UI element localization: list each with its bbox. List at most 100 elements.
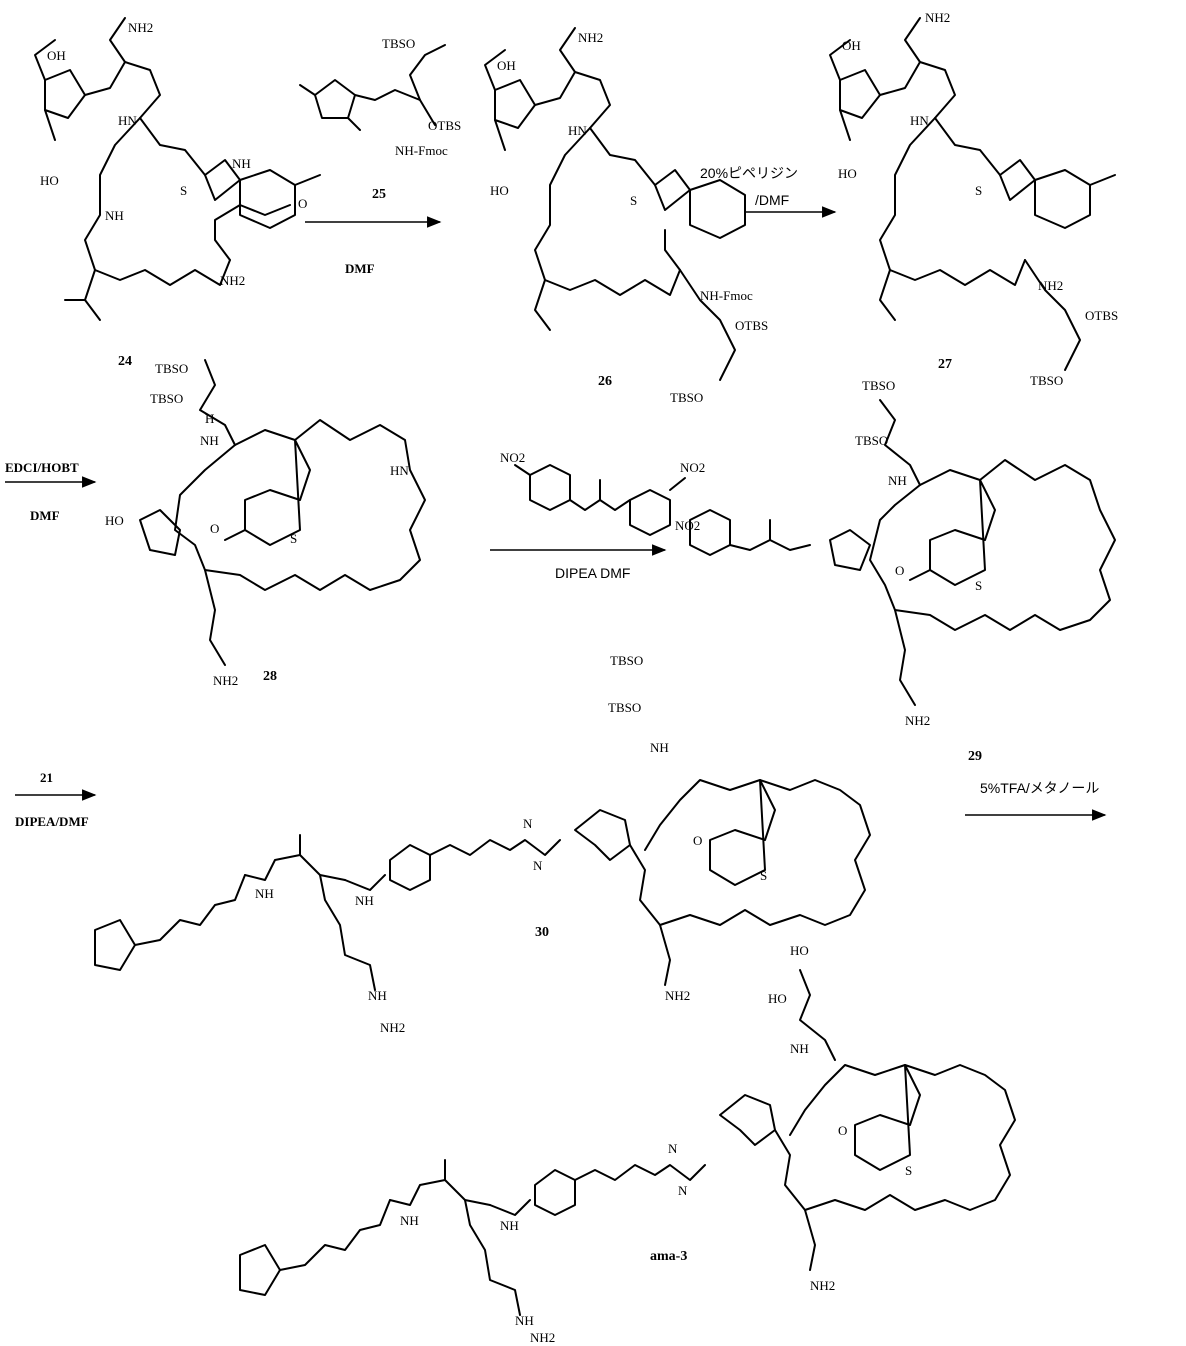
structure-29-bonds bbox=[690, 400, 1115, 705]
structure-26-hn: HN bbox=[568, 123, 587, 138]
structure-30-tbso-a: TBSO bbox=[610, 653, 643, 668]
structure-28: TBSO TBSO H NH HO O S HN NH2 28 bbox=[105, 360, 425, 688]
structure-ama-3-nh-b: NH bbox=[500, 1218, 519, 1233]
structure-25-otbs: OTBS bbox=[428, 118, 461, 133]
structure-27-nh2-b: NH2 bbox=[1038, 278, 1063, 293]
structure-26-tbso: TBSO bbox=[670, 390, 703, 405]
structure-30-nh2-b: NH2 bbox=[665, 988, 690, 1003]
reagent-step3-line1: EDCI/HOBT bbox=[5, 460, 79, 475]
structure-26: NH2 OH HO HN S NH-Fmoc OTBS TBSO 26 bbox=[485, 28, 768, 405]
structure-28-nh: NH bbox=[200, 433, 219, 448]
structure-29-nh: NH bbox=[888, 473, 907, 488]
structure-30: NH NH NH NH2 N N TBSO TBSO NH O S NH2 30 bbox=[95, 653, 870, 1035]
structure-30-ome: O bbox=[693, 833, 702, 848]
nitrophenyl-no2-a: NO2 bbox=[500, 450, 525, 465]
structure-27-tbso: TBSO bbox=[1030, 373, 1063, 388]
reagent-step2-line2: /DMF bbox=[755, 192, 789, 208]
structure-26-oh: OH bbox=[497, 58, 516, 73]
reagent-step2-line1: 20%ピペリジン bbox=[700, 165, 798, 181]
structure-28-ho: HO bbox=[105, 513, 124, 528]
compound-label-26: 26 bbox=[598, 374, 612, 389]
structure-29-tbso-b: TBSO bbox=[855, 433, 888, 448]
structure-ama-3-ome: O bbox=[838, 1123, 847, 1138]
structure-24-ho: HO bbox=[40, 173, 59, 188]
structure-28-tbso-a: TBSO bbox=[155, 361, 188, 376]
structure-30-tbso-b: TBSO bbox=[608, 700, 641, 715]
reagent-step4: DIPEA DMF bbox=[555, 565, 630, 581]
structure-26-ho: HO bbox=[490, 183, 509, 198]
compound-label-25: 25 bbox=[372, 187, 386, 202]
structure-28-hn: HN bbox=[390, 463, 409, 478]
structure-28-s: S bbox=[290, 531, 297, 546]
structure-ama-3-nh-c: NH bbox=[515, 1313, 534, 1328]
structure-ama-3-ho-a: HO bbox=[790, 943, 809, 958]
structure-ama-3-s: S bbox=[905, 1163, 912, 1178]
structure-24-s: S bbox=[180, 183, 187, 198]
structure-30-nh-d: NH bbox=[650, 740, 669, 755]
nitrophenyl-carbonate-bonds bbox=[515, 465, 685, 535]
structure-30-nh-b: NH bbox=[355, 893, 374, 908]
structure-30-nh-a: NH bbox=[255, 886, 274, 901]
structure-27-oh: OH bbox=[842, 38, 861, 53]
structure-27-hn: HN bbox=[910, 113, 929, 128]
structure-ama-3-ho-b: HO bbox=[768, 991, 787, 1006]
structure-29-ome: O bbox=[895, 563, 904, 578]
structure-26-nh-fmoc: NH-Fmoc bbox=[700, 288, 753, 303]
reagent-step1: DMF bbox=[345, 261, 375, 276]
structure-28-nh2: NH2 bbox=[213, 673, 238, 688]
structure-27: NH2 OH HO HN S NH2 OTBS TBSO 27 bbox=[830, 10, 1118, 388]
structure-ama-3-nh-d: NH bbox=[790, 1041, 809, 1056]
reagent-step5: DIPEA/DMF bbox=[15, 814, 89, 829]
structure-ama-3-nh2-b: NH2 bbox=[810, 1278, 835, 1293]
structure-30-s: S bbox=[760, 868, 767, 883]
structure-28-tbso-b: TBSO bbox=[150, 391, 183, 406]
structure-27-ho: HO bbox=[838, 166, 857, 181]
structure-24-hn: HN bbox=[118, 113, 137, 128]
reagent-step6: 5%TFA/メタノール bbox=[980, 780, 1099, 796]
structure-24-ome: O bbox=[298, 196, 307, 211]
reagent-step3-line2: DMF bbox=[30, 508, 60, 523]
structure-29: NO2 TBSO TBSO NH O S NH2 29 bbox=[675, 378, 1115, 764]
structure-30-nh2-a: NH2 bbox=[380, 1020, 405, 1035]
structure-27-otbs: OTBS bbox=[1085, 308, 1118, 323]
compound-label-28: 28 bbox=[263, 669, 277, 684]
structure-25-nh-fmoc: NH-Fmoc bbox=[395, 143, 448, 158]
structure-26-nh2: NH2 bbox=[578, 30, 603, 45]
compound-label-30: 30 bbox=[535, 925, 549, 940]
structure-ama-3-n-a: N bbox=[668, 1141, 678, 1156]
structure-ama-3-bonds bbox=[240, 970, 1015, 1315]
structure-30-bonds bbox=[95, 780, 870, 990]
structure-24-nh2: NH2 bbox=[128, 20, 153, 35]
structure-30-nh-c: NH bbox=[368, 988, 387, 1003]
structure-29-s: S bbox=[975, 578, 982, 593]
structure-27-nh2: NH2 bbox=[925, 10, 950, 25]
structure-ama-3: NH NH NH NH2 N N HO HO NH O S NH2 ama-3 bbox=[240, 943, 1015, 1345]
structure-25-bonds bbox=[300, 45, 445, 130]
structure-24-bonds bbox=[35, 18, 320, 320]
structure-26-bonds bbox=[485, 28, 745, 380]
structure-24-nh2-b: NH2 bbox=[220, 273, 245, 288]
structure-27-s: S bbox=[975, 183, 982, 198]
compound-label-29: 29 bbox=[968, 749, 982, 764]
structure-28-h: H bbox=[205, 411, 214, 426]
structure-ama-3-nh-a: NH bbox=[400, 1213, 419, 1228]
compound-label-27: 27 bbox=[938, 357, 952, 372]
structure-28-ome: O bbox=[210, 521, 219, 536]
reagent-step5-compound: 21 bbox=[40, 770, 53, 785]
structure-25-tbso: TBSO bbox=[382, 36, 415, 51]
structure-24-oh: OH bbox=[47, 48, 66, 63]
structure-24: NH2 OH HO HN NH S NH NH2 O 24 bbox=[35, 18, 320, 369]
structure-29-tbso-a: TBSO bbox=[862, 378, 895, 393]
structure-26-s: S bbox=[630, 193, 637, 208]
structure-29-nh2: NH2 bbox=[905, 713, 930, 728]
structure-24-nh-b: NH bbox=[232, 156, 251, 171]
nitrophenyl-no2-b: NO2 bbox=[680, 460, 705, 475]
compound-label-ama-3: ama-3 bbox=[650, 1249, 687, 1264]
compound-label-24: 24 bbox=[118, 354, 132, 369]
structure-27-bonds bbox=[830, 18, 1115, 370]
structure-ama-3-n-b: N bbox=[678, 1183, 688, 1198]
structure-29-no2: NO2 bbox=[675, 518, 700, 533]
structure-26-otbs: OTBS bbox=[735, 318, 768, 333]
structure-ama-3-nh2-a: NH2 bbox=[530, 1330, 555, 1345]
